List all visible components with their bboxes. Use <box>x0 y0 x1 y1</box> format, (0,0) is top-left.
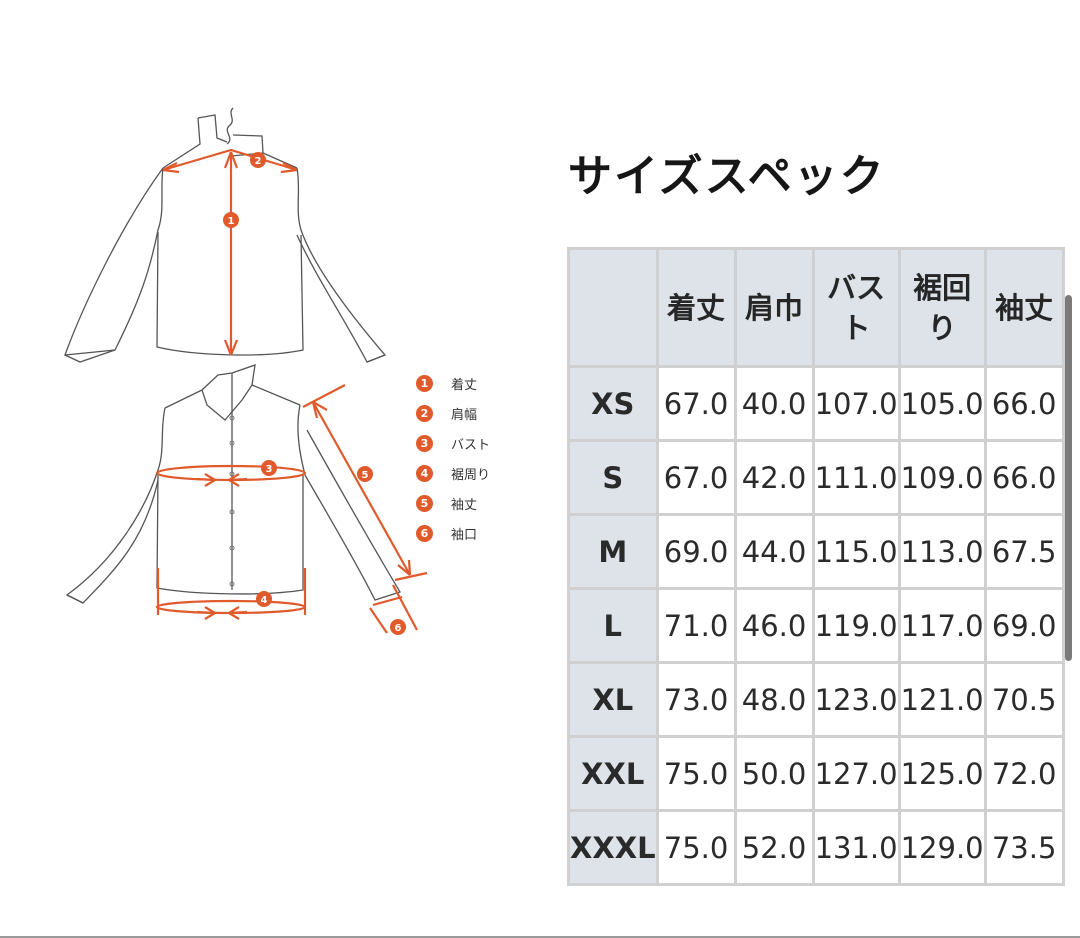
cell-length: 67.0 <box>655 365 737 442</box>
cell-hem: 125.0 <box>897 735 987 812</box>
table-row: M 69.0 44.0 115.0 113.0 67.5 <box>567 513 1065 590</box>
marker-6: 6 <box>390 619 406 635</box>
table-row: L 71.0 46.0 119.0 117.0 69.0 <box>567 587 1065 664</box>
cell-bust: 115.0 <box>811 513 901 590</box>
cell-sleeve: 66.0 <box>983 365 1065 442</box>
cell-length: 73.0 <box>655 661 737 738</box>
legend-item: 4 裾周り <box>416 458 490 488</box>
svg-text:1: 1 <box>228 216 235 227</box>
size-label: M <box>567 513 659 590</box>
cell-shoulder: 40.0 <box>733 365 815 442</box>
cell-sleeve: 67.5 <box>983 513 1065 590</box>
cell-bust: 131.0 <box>811 809 901 886</box>
svg-text:6: 6 <box>395 623 402 634</box>
measurement-arrows-bottom <box>155 384 428 634</box>
size-label: XS <box>567 365 659 442</box>
cell-hem: 117.0 <box>897 587 987 664</box>
legend-label: 袖口 <box>451 527 478 543</box>
legend-label: 着丈 <box>451 377 478 393</box>
jacket-front-view <box>65 364 401 604</box>
cell-length: 75.0 <box>655 809 737 886</box>
cell-length: 71.0 <box>655 587 737 664</box>
marker-3: 3 <box>261 460 277 476</box>
table-row: XS 67.0 40.0 107.0 105.0 66.0 <box>567 365 1065 442</box>
page-title: サイズスペック <box>568 151 886 202</box>
size-label: XXL <box>567 735 659 812</box>
cell-length: 69.0 <box>655 513 737 590</box>
cell-shoulder: 44.0 <box>733 513 815 590</box>
legend-item: 5 袖丈 <box>416 488 490 518</box>
cell-shoulder: 42.0 <box>733 439 815 516</box>
cell-hem: 121.0 <box>897 661 987 738</box>
bottom-divider <box>0 936 1080 938</box>
measurement-arrows-top <box>162 148 298 356</box>
legend-item: 1 着丈 <box>416 368 490 398</box>
cell-hem: 105.0 <box>897 365 987 442</box>
cell-sleeve: 72.0 <box>983 735 1065 812</box>
header-bust: バスト <box>811 247 901 368</box>
cell-shoulder: 48.0 <box>733 661 815 738</box>
header-hem: 裾回り <box>897 247 987 368</box>
cell-sleeve: 69.0 <box>983 587 1065 664</box>
marker-1: 1 <box>223 212 239 228</box>
legend-item: 2 肩幅 <box>416 398 490 428</box>
svg-text:4: 4 <box>261 595 268 606</box>
jacket-measurement-diagram: 1 2 <box>55 100 515 650</box>
svg-text:5: 5 <box>362 470 369 481</box>
size-spec-table: 着丈 肩巾 バスト 裾回り 袖丈 XS 67.0 40.0 107.0 105.… <box>567 247 1065 886</box>
legend-label: 肩幅 <box>451 407 478 423</box>
cell-shoulder: 46.0 <box>733 587 815 664</box>
cell-bust: 127.0 <box>811 735 901 812</box>
header-length: 着丈 <box>655 247 737 368</box>
table-header-row: 着丈 肩巾 バスト 裾回り 袖丈 <box>567 247 1065 368</box>
cell-bust: 123.0 <box>811 661 901 738</box>
size-label: XL <box>567 661 659 738</box>
number-5-icon: 5 <box>416 494 433 512</box>
cell-hem: 113.0 <box>897 513 987 590</box>
svg-text:3: 3 <box>266 464 273 475</box>
vertical-scrollbar[interactable] <box>1065 295 1072 661</box>
number-1-icon: 1 <box>416 374 433 392</box>
cell-hem: 109.0 <box>897 439 987 516</box>
cell-sleeve: 73.5 <box>983 809 1065 886</box>
svg-text:2: 2 <box>255 156 262 167</box>
table-row: XXL 75.0 50.0 127.0 125.0 72.0 <box>567 735 1065 812</box>
cell-shoulder: 50.0 <box>733 735 815 812</box>
legend-label: 袖丈 <box>451 497 478 513</box>
size-label: XXXL <box>567 809 659 886</box>
marker-2: 2 <box>250 152 266 168</box>
header-shoulder: 肩巾 <box>733 247 815 368</box>
number-4-icon: 4 <box>416 464 433 482</box>
table-row: XXXL 75.0 52.0 131.0 129.0 73.5 <box>567 809 1065 886</box>
header-sleeve: 袖丈 <box>983 247 1065 368</box>
cell-length: 67.0 <box>655 439 737 516</box>
cell-bust: 119.0 <box>811 587 901 664</box>
measurement-legend: 1 着丈 2 肩幅 3 バスト 4 裾周り 5 袖丈 6 袖口 <box>416 368 490 548</box>
cell-shoulder: 52.0 <box>733 809 815 886</box>
cell-hem: 129.0 <box>897 809 987 886</box>
number-6-icon: 6 <box>416 524 433 542</box>
legend-item: 3 バスト <box>416 428 490 458</box>
header-corner <box>567 247 659 368</box>
button-dots <box>229 415 235 587</box>
cell-length: 75.0 <box>655 735 737 812</box>
jacket-back-view <box>64 107 387 363</box>
table-row: XL 73.0 48.0 123.0 121.0 70.5 <box>567 661 1065 738</box>
table-row: S 67.0 42.0 111.0 109.0 66.0 <box>567 439 1065 516</box>
legend-item: 6 袖口 <box>416 518 490 548</box>
marker-4: 4 <box>256 591 272 607</box>
cell-sleeve: 70.5 <box>983 661 1065 738</box>
cell-bust: 107.0 <box>811 365 901 442</box>
legend-label: 裾周り <box>451 467 491 483</box>
cell-bust: 111.0 <box>811 439 901 516</box>
legend-label: バスト <box>451 437 491 453</box>
size-label: S <box>567 439 659 516</box>
cell-sleeve: 66.0 <box>983 439 1065 516</box>
number-2-icon: 2 <box>416 404 433 422</box>
number-3-icon: 3 <box>416 434 433 452</box>
size-label: L <box>567 587 659 664</box>
marker-5: 5 <box>357 466 373 482</box>
